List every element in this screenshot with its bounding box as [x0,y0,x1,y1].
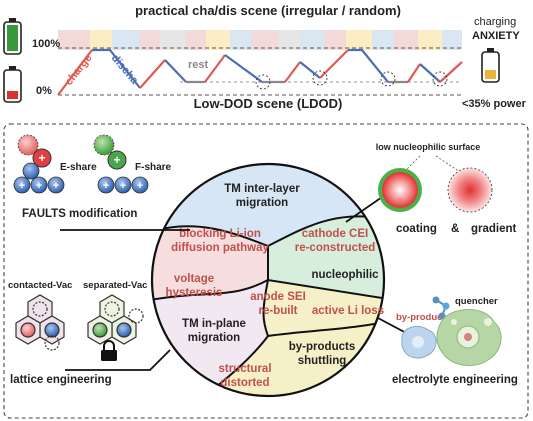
structural-line2: distorted [220,377,269,389]
tm-interlayer-line1: TM inter-layer [224,183,300,195]
separated-vac-label: separated-Vac [83,280,147,291]
cei-line1: cathode CEI [302,228,368,240]
coating-particle-icon [378,168,422,212]
gradient-particle-icon [447,167,493,213]
power-label: <35% power [462,98,527,110]
quencher-label: quencher [455,296,498,307]
separated-vac-lattice-icon [87,294,144,345]
contacted-vac-label: contacted-Vac [8,280,72,291]
gradient-label: gradient [471,223,517,235]
byproducts-line1: by-products [289,341,355,353]
charge-segment-2 [139,59,166,89]
charge-segment-5 [319,49,349,79]
discharge-segment-3 [224,54,263,83]
center-circle-outline [150,162,386,398]
voltage-line2: hysteresis [166,287,223,299]
coating-label: coating [396,223,437,235]
discharge-segment [92,48,141,89]
blocking-line1: blocking Li-ion [179,228,261,240]
charge-segment-3 [204,54,226,83]
low-dod-title: Low-DOD scene (LDOD) [194,96,343,111]
electrolyte-label: electrolyte engineering [392,374,518,386]
charge-segment [57,49,93,96]
lattice-label: lattice engineering [10,374,112,386]
label-charge: charge [63,52,95,88]
active-li-label: active Li loss [312,305,384,317]
label-0pct: 0% [36,85,52,97]
anxiety-line1: charging [474,16,516,28]
svg-text:+: + [113,153,120,167]
svg-text:+: + [103,180,109,192]
svg-text:+: + [53,180,59,192]
small-cell-icon [401,325,437,359]
low-nucleophilic-label: low nucleophilic surface [376,142,481,152]
label-discharge: discha [109,52,141,87]
blocking-line2: diffusion pathway [171,242,269,254]
battery-low-icon [3,66,22,103]
sector-anode-sei [264,246,384,336]
top-title: practical cha/dis scene (irregular / ran… [135,3,401,18]
nucleophilic-label: nucleophilic [311,269,379,281]
cei-line2: re-constructed [295,242,376,254]
e-share-icon: + + + + [13,134,65,194]
label-rest: rest [188,59,209,71]
charge-segment-7 [439,61,463,83]
tm-interlayer-line2: migration [236,197,288,209]
label-100pct: 100% [32,38,60,50]
sector-nucleophilic [268,216,384,300]
battery-anxiety-icon [481,48,500,83]
tm-inplane-line1: TM in-plane [182,318,246,330]
faults-label: FAULTS modification [22,208,137,220]
structural-line1: structural [218,363,271,375]
amp-label: & [451,223,459,235]
byproduct-molecule-icon [432,296,450,320]
svg-text:+: + [120,180,126,192]
cycle-curve [57,48,463,96]
sector-voltage [152,226,268,300]
discharge-segment-4 [299,61,321,79]
anxiety-line2: ANXIETY [472,30,520,42]
battery-full-icon [3,18,22,55]
f-share-label: F-share [135,162,172,173]
svg-text:+: + [19,180,25,192]
sei-line2: re-built [259,305,298,317]
sei-line1: anode SEI [250,291,306,303]
coating-pointer-2 [435,155,461,173]
svg-text:+: + [137,180,143,192]
byproducts-line2: shuttling [298,355,347,367]
discharge-segment-2 [164,59,187,83]
tm-inplane-line2: migration [188,332,240,344]
svg-text:+: + [38,151,45,165]
discharge-segment-5 [348,48,389,83]
voltage-line1: voltage [174,273,214,285]
discharge-segment-6 [419,63,441,83]
quencher-cell-icon [436,308,502,367]
low-point-markers [255,70,448,90]
f-share-icon: + + + + [93,134,149,194]
cycle-stripe-band [58,30,462,50]
charge-segment-6 [407,63,421,83]
e-share-label: E-share [60,162,97,173]
lock-icon [101,340,117,361]
charge-segment-4 [284,61,301,83]
svg-text:+: + [36,180,42,192]
by-products-label: by-products [396,312,451,323]
contacted-vac-lattice-icon [15,294,65,351]
main-dashed-box [3,123,529,419]
